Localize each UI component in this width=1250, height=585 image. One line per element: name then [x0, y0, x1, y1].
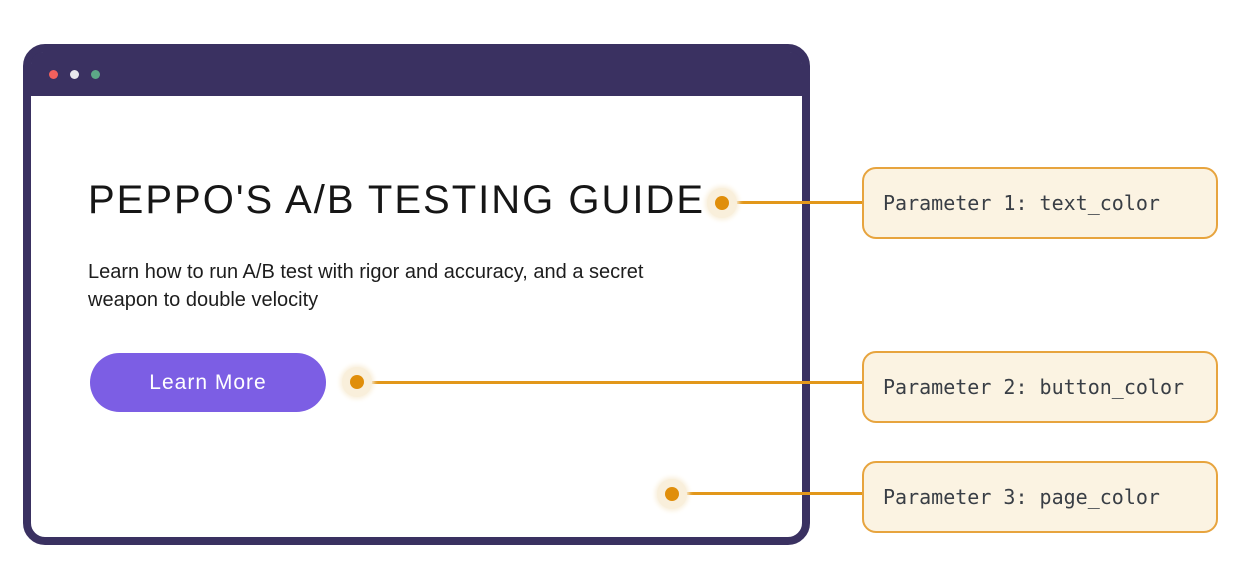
page-subtitle: Learn how to run A/B test with rigor and… [88, 261, 644, 312]
browser-window: PEPPO'S A/B TESTING GUIDE Learn how to r… [23, 44, 810, 545]
marker-dot-text-color [707, 188, 737, 218]
callout-parameter-1-label: Parameter 1: text_color [883, 191, 1160, 215]
marker-dot-page-color [657, 479, 687, 509]
learn-more-button[interactable]: Learn More [90, 353, 326, 412]
maximize-window-icon[interactable] [91, 69, 100, 79]
callout-parameter-3: Parameter 3: page_color [862, 461, 1218, 533]
callout-parameter-3-label: Parameter 3: page_color [883, 485, 1160, 509]
browser-titlebar [31, 52, 802, 96]
connector-line-button-color [357, 381, 862, 384]
minimize-window-icon[interactable] [70, 69, 79, 79]
callout-parameter-2-label: Parameter 2: button_color [883, 375, 1185, 399]
close-window-icon[interactable] [49, 69, 58, 79]
connector-line-text-color [722, 201, 862, 204]
callout-parameter-1: Parameter 1: text_color [862, 167, 1218, 239]
marker-dot-button-color [342, 367, 372, 397]
callout-parameter-2: Parameter 2: button_color [862, 351, 1218, 423]
connector-line-page-color [672, 492, 862, 495]
page-title: PEPPO'S A/B TESTING GUIDE [88, 178, 706, 222]
